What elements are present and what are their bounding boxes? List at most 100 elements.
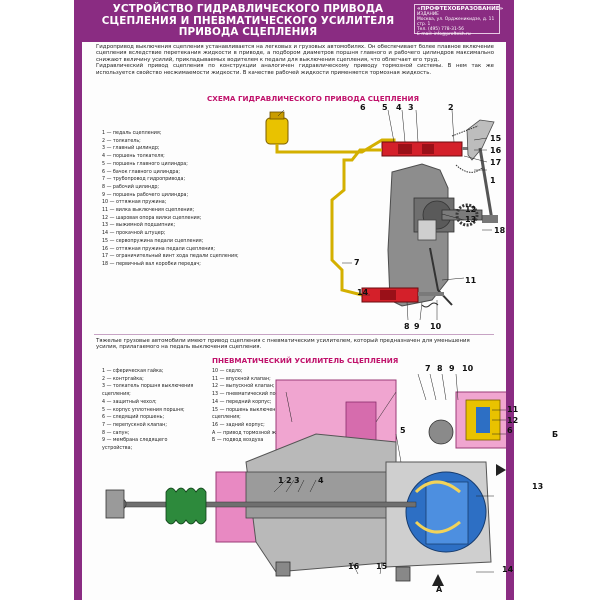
- publisher-logo: «ПРОФТЕХОБРАЗОВАНИЕ» ИЗДАНИЕ Москва, ул.…: [414, 4, 504, 37]
- callout-p4: 4: [318, 476, 324, 485]
- legend-item: 10 — оттяжная пружина;: [102, 200, 167, 206]
- callout-13: 13: [465, 215, 477, 224]
- pneumatic-intro: Тяжелые грузовые автомобили имеют привод…: [96, 338, 470, 351]
- hydraulic-drive-diagram: [265, 109, 498, 321]
- piston-rod-3: [105, 489, 417, 519]
- release-fork-11: [429, 247, 453, 306]
- legend-item: 3 — толкатель поршня выключения: [102, 384, 194, 390]
- section-divider: [94, 334, 494, 335]
- callout-9: 9: [414, 322, 420, 331]
- legend-item: 15 — поршень выключения: [212, 407, 282, 413]
- callout-4: 4: [396, 103, 402, 112]
- legend-item: 17 — ограничительный винт хода педали сц…: [102, 254, 239, 260]
- slave-cylinder-8: [361, 287, 444, 308]
- legend-pneumatic-right: 10 — седло; 11 — впускной клапан; 12 — в…: [212, 368, 332, 445]
- callout-p2: 2: [286, 476, 292, 485]
- callout-p16: 16: [348, 562, 360, 571]
- callout-8: 8: [404, 322, 410, 331]
- callout-2: 2: [448, 103, 454, 112]
- publisher-line-3: Тел. (495) 778-31-56: [417, 27, 464, 32]
- legend-item: 6 — бачок главного цилиндра;: [102, 169, 181, 175]
- publisher-line-1: ИЗДАНИЕ: [417, 12, 439, 17]
- legend-item: 12 — выпускной клапан;: [212, 384, 275, 390]
- title-line-3: ПРИВОДА СЦЕПЛЕНИЯ: [178, 26, 318, 39]
- legend-item: 8 — рабочий цилиндр;: [102, 184, 160, 190]
- legend-item: 18 — первичный вал коробки передач;: [102, 261, 201, 267]
- legend-item: Б — подвод воздуха: [212, 438, 264, 444]
- title-line-2: СЦЕПЛЕНИЯ И ПНЕВМАТИЧЕСКОГО УСИЛИТЕЛЯ: [101, 14, 395, 27]
- legend-item: 5 — поршень главного цилиндра;: [102, 161, 188, 167]
- callout-12: 12: [465, 205, 477, 214]
- pneumatic-booster-diagram: [105, 373, 506, 586]
- legend-item: 1 — педаль сцепления;: [102, 131, 162, 136]
- front-housing-14: [385, 461, 492, 568]
- intro-text: Гидропривод выключения сцепления устанав…: [96, 44, 494, 76]
- callout-14: 14: [357, 288, 369, 297]
- callout-18: 18: [494, 226, 506, 235]
- callout-p8: 8: [437, 364, 443, 373]
- callout-p9: 9: [449, 364, 455, 373]
- callout-16: 16: [490, 146, 502, 155]
- callout-p13: 13: [532, 482, 544, 491]
- legend-item: 14 — передний корпус;: [212, 399, 272, 405]
- callout-p3: 3: [294, 476, 300, 485]
- section-title-pneumatic: ПНЕВМАТИЧЕСКИЙ УСИЛИТЕЛЬ СЦЕПЛЕНИЯ: [212, 356, 399, 365]
- legend-item: 10 — седло;: [212, 369, 243, 374]
- legend-pneumatic-left: 1 — сферическая гайка; 2 — контргайка; 3…: [102, 368, 212, 453]
- legend-item: 3 — главный цилиндр;: [102, 146, 160, 152]
- page-title: УСТРОЙСТВО ГИДРАВЛИЧЕСКОГО ПРИВОДА СЦЕПЛ…: [88, 3, 408, 39]
- callout-pB: Б: [552, 430, 559, 439]
- legend-item: 15 — сервопружина педали сцепления;: [102, 238, 204, 244]
- legend-item: 9 — мембрана следящего: [102, 438, 168, 444]
- legend-item: устройства;: [102, 446, 133, 452]
- callout-pA: А: [436, 585, 443, 594]
- callout-6: 6: [360, 103, 366, 112]
- intro-paragraph-2: Гидравлический привод сцепления по конст…: [96, 63, 494, 76]
- callout-p7: 7: [425, 364, 431, 373]
- legend-item: сцепления;: [212, 415, 241, 421]
- intro-paragraph-1: Гидропривод выключения сцепления устанав…: [96, 44, 494, 63]
- callout-7: 7: [354, 258, 360, 267]
- header-bar: УСТРОЙСТВО ГИДРАВЛИЧЕСКОГО ПРИВОДА СЦЕПЛ…: [82, 0, 506, 42]
- section-title-hydraulic: СХЕМА ГИДРАВЛИЧЕСКОГО ПРИВОДА СЦЕПЛЕНИЯ: [207, 94, 420, 103]
- callout-17: 17: [490, 158, 502, 167]
- legend-item: 13 — выжимной подшипник;: [102, 223, 176, 229]
- callout-p6: 6: [507, 426, 513, 435]
- legend-item: 16 — задний корпус;: [212, 422, 265, 428]
- callout-p1: 1: [278, 476, 284, 485]
- callout-15: 15: [490, 134, 502, 143]
- legend-item: 12 — шаровая опора вилки сцепления;: [102, 215, 202, 221]
- callout-p5: 5: [400, 426, 406, 435]
- ports: [275, 464, 506, 586]
- callout-p14: 14: [502, 565, 514, 574]
- legend-item: 4 — поршень толкателя;: [102, 154, 165, 160]
- clutch-housing: [387, 163, 483, 307]
- legend-item: 11 — впускной клапан;: [212, 376, 271, 382]
- callout-p15: 15: [376, 562, 388, 571]
- legend-item: 7 — трубопровод гидропривода;: [102, 177, 186, 183]
- callout-1: 1: [490, 176, 496, 185]
- legend-item: 2 — толкатель;: [102, 138, 141, 144]
- legend-item: 5 — корпус уплотнения поршня;: [102, 407, 185, 413]
- callout-p11: 11: [507, 405, 519, 414]
- legend-item: 11 — вилка выключения сцепления;: [102, 208, 195, 214]
- legend-hydraulic: 1 — педаль сцепления; 2 — толкатель; 3 —…: [102, 130, 252, 269]
- title-line-1: УСТРОЙСТВО ГИДРАВЛИЧЕСКОГО ПРИВОДА: [112, 3, 384, 15]
- legend-item: 6 — следящий поршень;: [102, 415, 165, 421]
- hydraulic-leaders: [277, 109, 492, 321]
- protective-boot-4: [165, 487, 207, 525]
- publisher-brand: «ПРОФТЕХОБРАЗОВАНИЕ»: [417, 6, 504, 12]
- callout-11: 11: [465, 276, 477, 285]
- callout-3: 3: [408, 103, 414, 112]
- hydraulic-pipe-7: [330, 148, 382, 297]
- master-cylinder-3: [381, 141, 480, 157]
- reservoir-6: [265, 111, 289, 145]
- publisher-line-4: E-mail: info@proftekh.ru: [417, 32, 471, 37]
- callout-p12: 12: [507, 416, 519, 425]
- legend-item: 1 — сферическая гайка;: [102, 369, 164, 374]
- legend-item: А — привод тормозной жидкости;: [212, 430, 299, 436]
- legend-item: 7 — перепускной клапан;: [102, 422, 167, 428]
- legend-item: 4 — защитный чехол;: [102, 399, 157, 405]
- legend-item: 16 — оттяжная пружина педали сцепления;: [102, 246, 216, 252]
- poster: УСТРОЙСТВО ГИДРАВЛИЧЕСКОГО ПРИВОДА СЦЕПЛ…: [74, 0, 558, 600]
